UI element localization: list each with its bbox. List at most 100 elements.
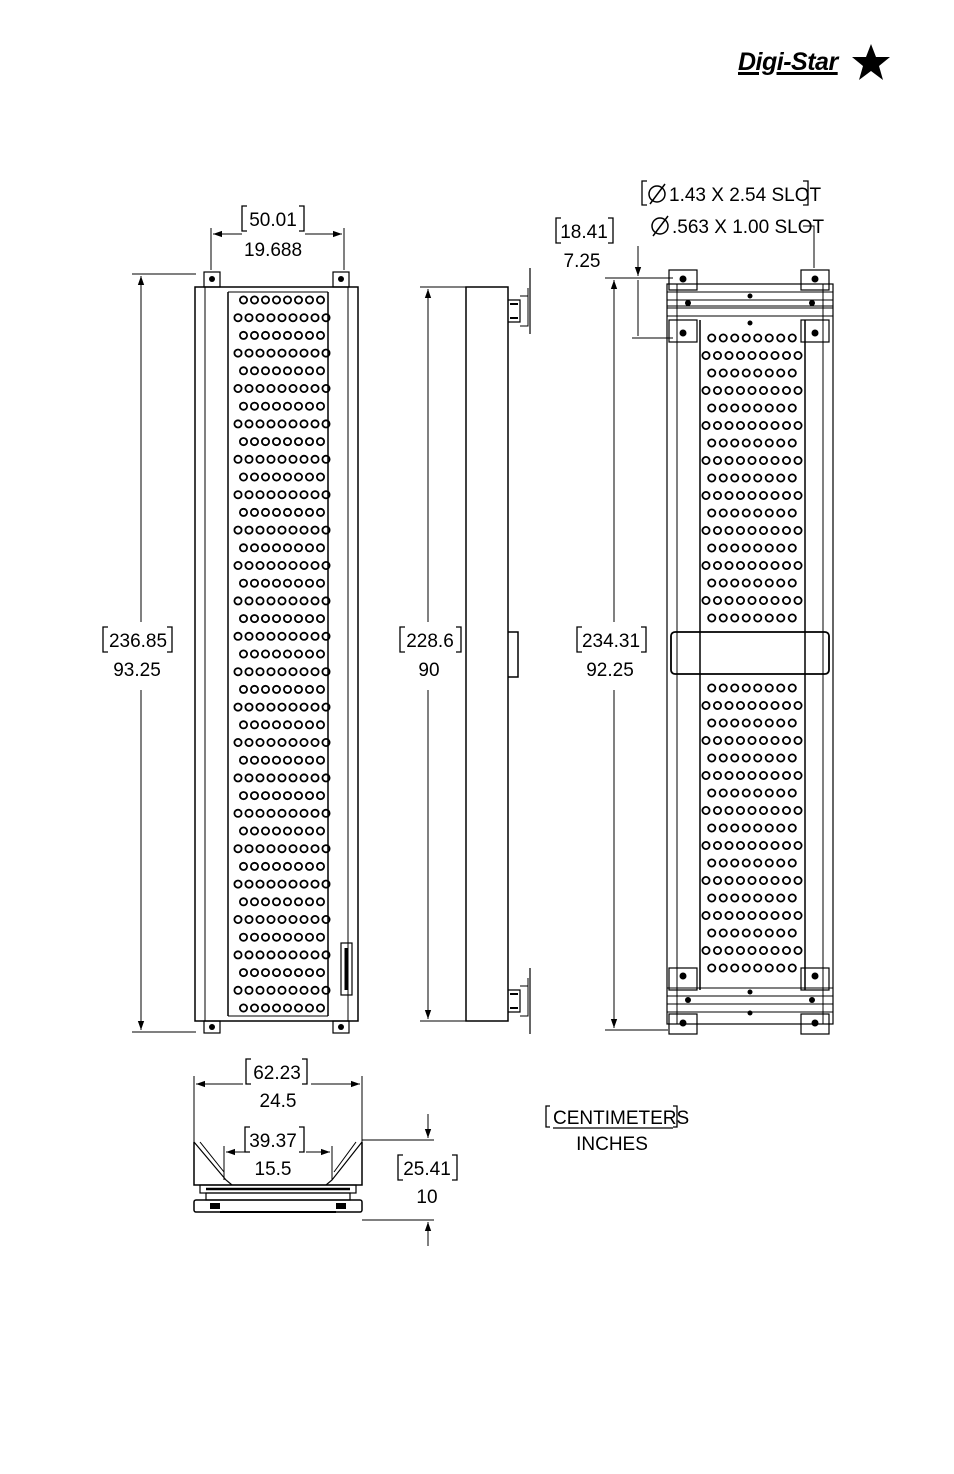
perforation-hole (255, 596, 265, 606)
perforation-hole (713, 911, 723, 921)
perforation-hole (233, 667, 243, 677)
perforation-hole (759, 876, 769, 886)
perforation-hole (315, 791, 325, 801)
perforation-hole (321, 490, 331, 500)
perforation-hole (304, 932, 314, 942)
perforation-hole (266, 667, 276, 677)
mount-tab (203, 271, 221, 288)
perforation-hole (299, 596, 309, 606)
perforation-hole (753, 823, 763, 833)
perforation-hole (233, 738, 243, 748)
perforation-hole (255, 702, 265, 712)
perforation-hole (718, 578, 728, 588)
perforation-hole (271, 684, 281, 694)
perforation-hole (707, 473, 717, 483)
perforation-hole (747, 806, 757, 816)
perforation-hole (707, 753, 717, 763)
perforation-hole (764, 963, 774, 973)
perforation-hole (293, 614, 303, 624)
perforation-hole (266, 631, 276, 641)
perforation-hole (747, 526, 757, 536)
perforation-hole (271, 437, 281, 447)
perforation-hole (724, 736, 734, 746)
brand-name: Digi-Star (738, 48, 838, 76)
end-depth-in: 10 (416, 1187, 437, 1208)
perforation-hole (718, 368, 728, 378)
perforation-hole (701, 841, 711, 851)
perforation-hole (233, 985, 243, 995)
perforation-hole (244, 844, 254, 854)
perforation-hole (238, 578, 248, 588)
perforation-hole (238, 366, 248, 376)
perforation-hole (293, 366, 303, 376)
perforation-hole (764, 823, 774, 833)
perforation-hole (764, 403, 774, 413)
perforation-hole (310, 738, 320, 748)
perforation-hole (764, 858, 774, 868)
perforation-hole (776, 543, 786, 553)
perforation-hole (238, 295, 248, 305)
perforation-hole (315, 968, 325, 978)
perforation-hole (244, 879, 254, 889)
perforation-hole (770, 771, 780, 781)
perforation-hole (288, 915, 298, 925)
perforation-hole (321, 419, 331, 429)
perforation-hole (249, 578, 259, 588)
perforation-hole (282, 1003, 292, 1013)
perforation-hole (282, 755, 292, 765)
perforation-hole (707, 578, 717, 588)
perforation-hole (787, 683, 797, 693)
mount-tab (332, 1020, 350, 1034)
perforation-hole (233, 525, 243, 535)
perforation-hole (249, 932, 259, 942)
perforation-hole (770, 806, 780, 816)
perforation-hole (315, 649, 325, 659)
perforation-hole (701, 526, 711, 536)
back-frame (666, 283, 834, 1025)
back-offset-cm: 18.41 (560, 222, 608, 243)
perforation-hole (707, 683, 717, 693)
perforation-hole (293, 295, 303, 305)
perforation-hole (315, 720, 325, 730)
perforation-hole (753, 718, 763, 728)
perforation-hole (753, 858, 763, 868)
perforation-hole (753, 508, 763, 518)
perforation-hole (255, 383, 265, 393)
perforation-hole (718, 333, 728, 343)
perforation-hole (321, 383, 331, 393)
perforation-hole (776, 333, 786, 343)
perforation-hole (764, 753, 774, 763)
back-height-cm: 234.31 (582, 631, 640, 652)
perforation-hole (707, 368, 717, 378)
perforation-hole (736, 736, 746, 746)
perforation-hole (753, 473, 763, 483)
perforation-hole (713, 841, 723, 851)
perforation-hole (282, 401, 292, 411)
perforation-hole (793, 385, 803, 395)
perforation-hole (310, 773, 320, 783)
perforation-hole (293, 472, 303, 482)
perforation-hole (747, 490, 757, 500)
perforation-hole (244, 525, 254, 535)
perforation-hole (701, 701, 711, 711)
perforation-hole (282, 684, 292, 694)
perforation-hole (271, 507, 281, 517)
perforation-hole (299, 667, 309, 677)
perforation-hole (304, 791, 314, 801)
perforation-hole (255, 950, 265, 960)
perforation-hole (304, 1003, 314, 1013)
perforation-hole (741, 543, 751, 553)
front-view (194, 271, 359, 1034)
perforation-hole (764, 333, 774, 343)
perforation-hole (782, 420, 792, 430)
perforation-hole (718, 613, 728, 623)
perforation-hole (736, 771, 746, 781)
perforation-hole (277, 596, 287, 606)
perforation-hole (293, 401, 303, 411)
perforation-hole (770, 911, 780, 921)
perforation-hole (238, 861, 248, 871)
perforation-hole (759, 911, 769, 921)
perforation-hole (770, 596, 780, 606)
perforation-hole (299, 348, 309, 358)
perforation-hole (310, 348, 320, 358)
